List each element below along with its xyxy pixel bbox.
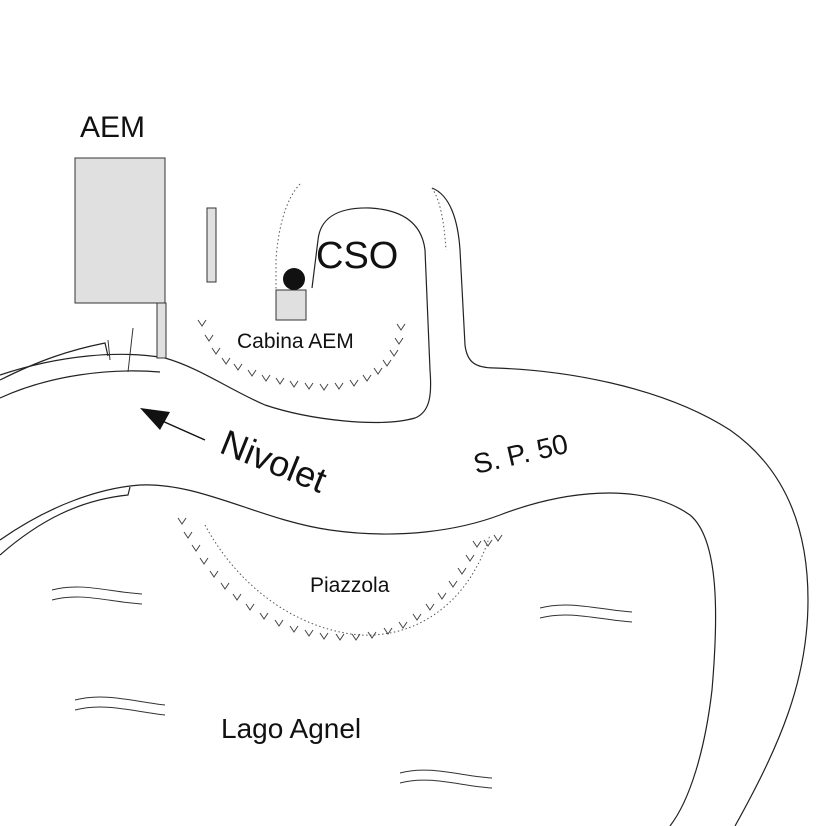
cso-label: CSO xyxy=(316,235,398,277)
cabina-aem-building xyxy=(275,289,307,321)
nivolet-label: Nivolet xyxy=(215,421,332,500)
road-south-edge xyxy=(0,484,717,826)
road-loop-outer-east xyxy=(431,187,809,826)
wave-icon xyxy=(51,586,633,789)
aem-building xyxy=(74,157,166,304)
piazzola-label: Piazzola xyxy=(310,574,390,597)
road-north-edge xyxy=(0,207,432,424)
aem-label: AEM xyxy=(80,111,145,144)
lago-agnel-label: Lago Agnel xyxy=(221,713,361,744)
road-crossing-mark xyxy=(107,327,134,373)
road-west-edge-upper xyxy=(0,370,161,399)
road-sp50-label: S. P. 50 xyxy=(470,428,571,480)
embankment-cabina xyxy=(197,319,406,391)
cabina-aem-label: Cabina AEM xyxy=(237,330,354,353)
trail-loop xyxy=(275,183,301,290)
road-sp50 xyxy=(0,187,809,826)
road-west-edge-upper-2 xyxy=(0,342,109,381)
arrow-left-icon xyxy=(140,408,206,441)
aem-building-annex xyxy=(156,302,167,359)
trail-loop-east xyxy=(431,187,447,251)
cso-station-marker xyxy=(283,268,305,290)
small-shed xyxy=(206,207,217,283)
embankment-piazzola xyxy=(177,517,503,641)
road-south-edge-2 xyxy=(0,486,131,556)
